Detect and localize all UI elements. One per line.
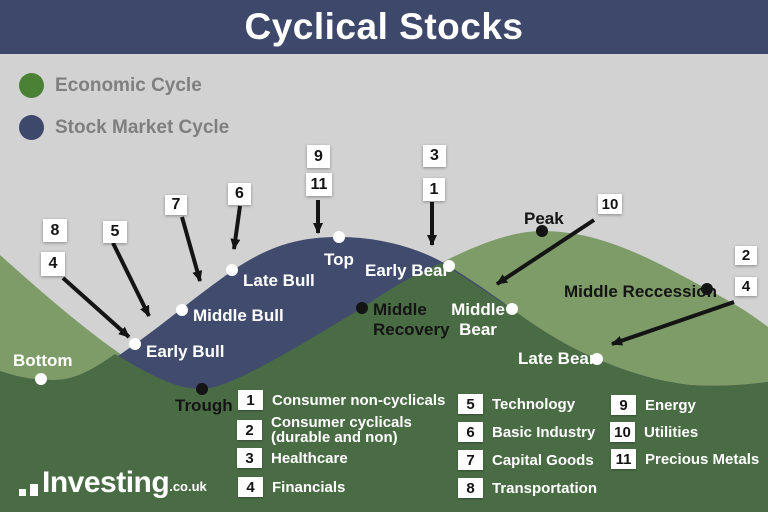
callout-box-2-right: 2 bbox=[735, 246, 757, 265]
stage-dot-middle-recovery bbox=[356, 302, 368, 314]
sector-label: Transportation bbox=[492, 479, 598, 497]
stage-label-middle-recession: Middle Reccession bbox=[564, 282, 718, 301]
stage-label-top: Top bbox=[324, 250, 354, 269]
stage-dot-bottom bbox=[35, 373, 47, 385]
stage-dot-early-bear bbox=[443, 260, 455, 272]
arrow-8-4-to-early-bull bbox=[61, 276, 131, 339]
sector-label: Technology bbox=[492, 395, 576, 413]
stage-dot-late-bull bbox=[226, 264, 238, 276]
callout-box-7: 7 bbox=[165, 195, 187, 215]
stage-dot-peak bbox=[536, 225, 548, 237]
arrow-5-to-middle-bull bbox=[111, 242, 151, 317]
sector-number: 8 bbox=[458, 478, 483, 498]
arrow-10-to-middle-bear bbox=[495, 218, 596, 286]
sector-number: 9 bbox=[611, 395, 636, 415]
page-title: Cyclical Stocks bbox=[244, 6, 524, 47]
arrow-7-to-middle-bull bbox=[180, 216, 203, 282]
sector-row-10: 10 Utilities bbox=[610, 422, 698, 442]
arrow-6-to-late-bull bbox=[230, 205, 242, 250]
sector-row-4: 4 Financials bbox=[238, 477, 345, 497]
stage-label-bottom: Bottom bbox=[13, 351, 73, 370]
stage-dot-late-bear bbox=[591, 353, 603, 365]
sector-label: Capital Goods bbox=[492, 451, 594, 469]
stage-label-late-bear: Late Bear bbox=[518, 349, 596, 368]
stage-label-peak: Peak bbox=[524, 209, 564, 228]
sector-label: Energy bbox=[645, 396, 696, 414]
stage-label-middle-bear: Middle Bear bbox=[451, 300, 505, 339]
stage-dot-top bbox=[333, 231, 345, 243]
sector-number: 10 bbox=[610, 422, 635, 442]
sector-number: 1 bbox=[238, 390, 263, 410]
callout-box-5: 5 bbox=[103, 221, 127, 243]
sector-number: 7 bbox=[458, 450, 483, 470]
economic-cycle-legend-label: Economic Cycle bbox=[55, 75, 202, 96]
sector-label: Utilities bbox=[644, 423, 699, 441]
callout-box-3: 3 bbox=[423, 145, 446, 167]
sector-label: Healthcare bbox=[271, 449, 348, 467]
bar-chart-icon bbox=[19, 484, 38, 496]
callout-box-1: 1 bbox=[423, 178, 445, 201]
sector-row-9: 9 Energy bbox=[611, 395, 696, 415]
economic-cycle-legend-dot bbox=[19, 73, 44, 98]
sector-row-5: 5 Technology bbox=[458, 394, 575, 414]
sector-row-11: 11 Precious Metals bbox=[611, 449, 759, 469]
callout-box-9: 9 bbox=[307, 145, 330, 168]
sector-number: 6 bbox=[458, 422, 483, 442]
stage-dot-middle-recession bbox=[701, 283, 713, 295]
arrow-2-4-to-late-bear bbox=[611, 300, 735, 346]
stage-dot-early-bull bbox=[129, 338, 141, 350]
stage-dot-trough bbox=[196, 383, 208, 395]
sector-label: Consumer cyclicals (durable and non) bbox=[271, 414, 412, 446]
header-bar: Cyclical Stocks bbox=[0, 0, 768, 54]
sector-label: Consumer non-cyclicals bbox=[272, 391, 446, 409]
callout-box-4-right: 4 bbox=[735, 277, 757, 296]
stock-cycle-legend-dot bbox=[19, 115, 44, 140]
sector-number: 4 bbox=[238, 477, 263, 497]
logo-suffix: .co.uk bbox=[169, 479, 207, 494]
sector-row-7: 7 Capital Goods bbox=[458, 450, 594, 470]
sector-row-1: 1 Consumer non-cyclicals bbox=[238, 390, 445, 410]
sector-label: Financials bbox=[272, 478, 346, 496]
stage-dot-middle-bear bbox=[506, 303, 518, 315]
stage-label-early-bear: Early Bear bbox=[365, 261, 450, 280]
sector-number: 5 bbox=[458, 394, 483, 414]
stage-label-middle-bull: Middle Bull bbox=[193, 306, 284, 325]
logo-text: Investing bbox=[42, 466, 170, 499]
sector-row-2: 2 Consumer cyclicals (durable and non) bbox=[237, 415, 412, 445]
sector-row-6: 6 Basic Industry bbox=[458, 422, 595, 442]
callout-box-4-left: 4 bbox=[41, 252, 65, 276]
investing-logo: Investing .co.uk bbox=[18, 466, 207, 499]
cycle-overlap-area bbox=[0, 263, 768, 512]
sector-number: 11 bbox=[611, 449, 636, 469]
sector-number: 3 bbox=[237, 448, 262, 468]
stage-dot-middle-bull bbox=[176, 304, 188, 316]
callout-box-6: 6 bbox=[228, 183, 251, 205]
sector-label: Precious Metals bbox=[645, 450, 760, 468]
stage-label-middle-recovery: Middle Recovery bbox=[373, 300, 450, 339]
sector-number: 2 bbox=[237, 420, 262, 440]
stage-label-late-bull: Late Bull bbox=[243, 271, 315, 290]
callout-box-8: 8 bbox=[43, 219, 67, 242]
sector-row-8: 8 Transportation bbox=[458, 478, 597, 498]
sector-label: Basic Industry bbox=[492, 423, 596, 441]
stage-label-early-bull: Early Bull bbox=[146, 342, 225, 361]
callout-box-10: 10 bbox=[598, 194, 622, 214]
sector-row-3: 3 Healthcare bbox=[237, 448, 348, 468]
stock-cycle-legend-label: Stock Market Cycle bbox=[55, 117, 230, 138]
stage-label-trough: Trough bbox=[175, 396, 233, 415]
callout-box-11: 11 bbox=[306, 173, 332, 196]
